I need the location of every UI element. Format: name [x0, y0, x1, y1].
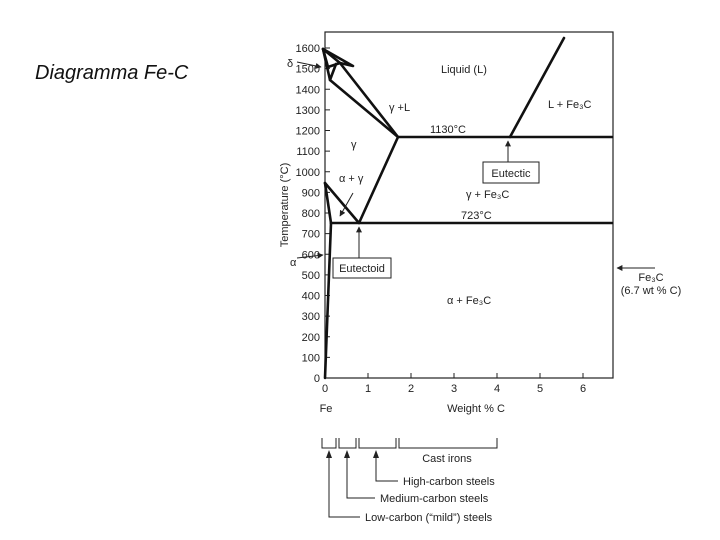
eutectic-box: [482, 161, 540, 184]
x-tick-labels: 0 1 2 3 4 5 6: [322, 383, 586, 395]
fe3c-name: Fe₃C: [638, 272, 663, 284]
y-tick-label: 900: [302, 187, 320, 199]
x-axis-label: Weight % C: [447, 403, 505, 415]
solidus: [328, 78, 400, 139]
liquidus-right: [508, 36, 566, 139]
eutectoid-temperature: 723°C: [461, 210, 492, 222]
phase-alpha: α: [290, 257, 297, 269]
y-tick-label: 1400: [296, 84, 320, 96]
leader-tip-high: [373, 450, 379, 458]
y-tick-label: 1000: [296, 167, 320, 179]
label-low-carbon: Low-carbon (“mild”) steels: [365, 512, 493, 524]
y-tick-label: 700: [302, 229, 320, 241]
fe3c-composition: (6.7 wt % C): [621, 285, 682, 297]
label-medium-carbon: Medium-carbon steels: [380, 493, 489, 505]
y-tick-label: 1200: [296, 126, 320, 138]
x-origin-label: Fe: [320, 403, 333, 415]
label-high-carbon: High-carbon steels: [403, 476, 495, 488]
phase-alpha-fe3c: α + Fe₃C: [447, 295, 491, 307]
y-tick-label: 600: [302, 249, 320, 261]
y-tick-label: 400: [302, 291, 320, 303]
eutectic-label: Eutectic: [491, 168, 531, 180]
leader-low-carbon: [328, 452, 360, 518]
x-tick-label: 5: [537, 383, 543, 395]
y-tick-label: 0: [314, 373, 320, 385]
y-tick-label: 1100: [296, 146, 320, 158]
eutectoid-box: [332, 257, 392, 279]
y-tick-label: 1600: [296, 43, 320, 55]
bracket-medium-carbon: [338, 438, 357, 449]
y-tick-label: 300: [302, 311, 320, 323]
alpha-gamma-boundary: [323, 181, 333, 225]
liquidus-left: [321, 47, 400, 139]
plot-frame: [324, 31, 614, 379]
y-axis-label: Temperature (°C): [279, 163, 291, 247]
alpha-gamma-arrow: [339, 192, 354, 217]
leader-tip-low: [326, 450, 332, 458]
x-tick-label: 3: [451, 383, 457, 395]
solvus-line: [323, 221, 333, 380]
x-tick-marks: [324, 373, 584, 378]
leader-medium-carbon: [346, 452, 375, 499]
label-cast-irons: Cast irons: [422, 453, 472, 465]
eutectic-temperature: 1130°C: [430, 124, 466, 136]
leader-tip-medium: [344, 450, 350, 458]
x-tick-label: 0: [322, 383, 328, 395]
y-tick-label: 200: [302, 332, 320, 344]
bracket-cast-irons: [398, 438, 498, 449]
y-tick-labels: 1600150014001300120011001000900800700600…: [296, 43, 320, 385]
y-tick-label: 1500: [296, 64, 320, 76]
x-tick-label: 1: [365, 383, 371, 395]
y-tick-label: 100: [302, 352, 320, 364]
bracket-low-carbon: [321, 438, 337, 449]
steel-range-brackets: [321, 438, 498, 518]
y-tick-label: 500: [302, 270, 320, 282]
x-tick-label: 2: [408, 383, 414, 395]
y-tick-label: 1300: [296, 105, 320, 117]
a3-line: [323, 181, 361, 225]
phase-delta: δ: [287, 58, 293, 70]
phase-l-fe3c: L + Fe₃C: [548, 99, 592, 111]
phase-liquid: Liquid (L): [441, 64, 487, 76]
acm-line: [357, 135, 400, 225]
delta-arrow: [296, 61, 322, 69]
y-tick-label: 800: [302, 208, 320, 220]
slide-title: Diagramma Fe-C: [35, 62, 189, 84]
x-tick-label: 6: [580, 383, 586, 395]
phase-gamma-fe3c: γ + Fe₃C: [466, 189, 509, 201]
phase-boundaries: [321, 36, 614, 380]
bracket-high-carbon: [358, 438, 397, 449]
leader-high-carbon: [375, 452, 398, 482]
alpha-arrow: [296, 252, 324, 259]
phase-alpha-gamma: α + γ: [339, 173, 364, 185]
phase-gamma: γ: [351, 139, 357, 151]
phase-gamma-l: γ +L: [389, 102, 410, 114]
x-tick-label: 4: [494, 383, 500, 395]
eutectoid-label: Eutectoid: [339, 263, 385, 275]
